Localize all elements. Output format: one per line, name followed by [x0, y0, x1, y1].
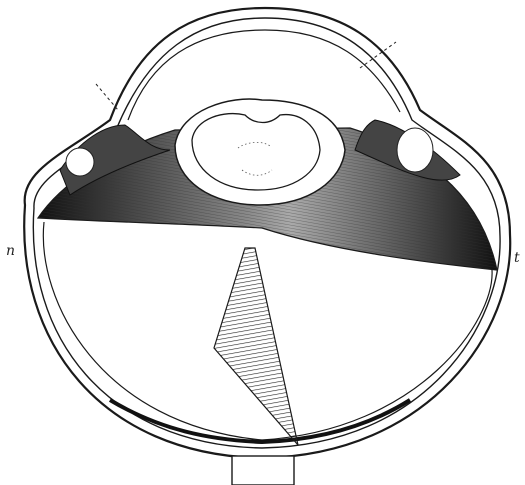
label-nasal: n — [6, 243, 15, 259]
optic-nerve-stub — [232, 456, 294, 485]
left-canal-detail — [66, 148, 94, 176]
label-temporal: t — [514, 250, 520, 266]
right-canal-detail — [397, 128, 433, 172]
